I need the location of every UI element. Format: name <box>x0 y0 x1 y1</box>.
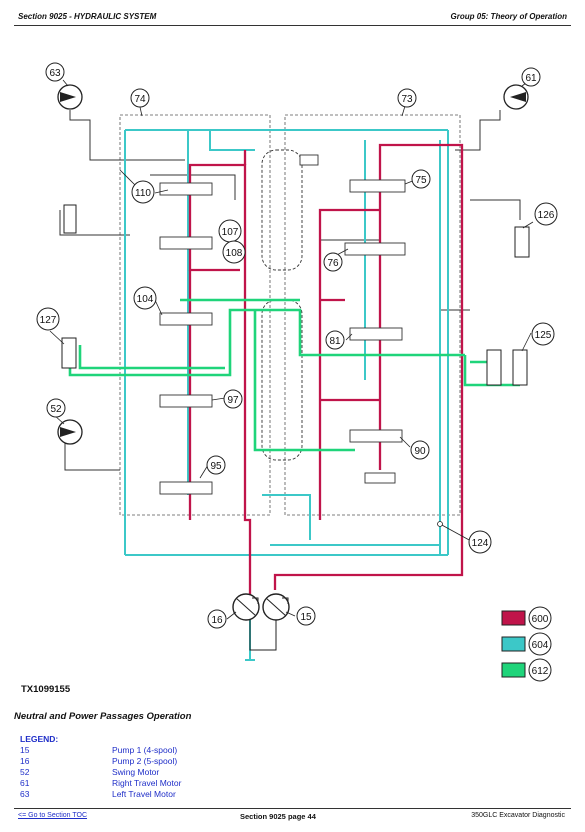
toc-link[interactable]: <= Go to Section TOC <box>18 812 88 819</box>
legend-num: 52 <box>20 767 30 777</box>
callout-52: 52 <box>50 404 62 415</box>
legend-desc: Right Travel Motor <box>112 778 182 788</box>
callout-125: 125 <box>535 330 552 341</box>
pumps <box>232 593 290 651</box>
callout-90: 90 <box>414 446 426 457</box>
callout-labels: 63 61 74 73 110 75 126 107 108 76 104 12… <box>40 68 555 677</box>
callout-81: 81 <box>329 336 341 347</box>
callout-126: 126 <box>538 210 555 221</box>
legend-num: 61 <box>20 778 30 788</box>
valve-spools-left <box>159 182 213 495</box>
legend-item: 16 Pump 2 (5-spool) <box>20 756 320 767</box>
hydraulic-schematic: 63 61 74 73 110 75 126 107 108 76 104 12… <box>36 62 558 682</box>
callout-15: 15 <box>300 612 312 623</box>
swatch-604 <box>501 636 526 652</box>
section-header: Section 9025 - HYDRAULIC SYSTEM <box>18 12 157 21</box>
port-marker <box>437 521 443 527</box>
swatch-612 <box>501 662 526 678</box>
valve-spools-right <box>299 154 406 484</box>
callout-61: 61 <box>525 73 537 84</box>
legend-desc: Pump 1 (4-spool) <box>112 745 178 755</box>
callout-127: 127 <box>40 315 57 326</box>
control-valve-housing-right <box>284 114 461 516</box>
center-spool-lower <box>261 299 303 461</box>
document-title: 350GLC Excavator Diagnostic <box>471 812 565 819</box>
legend-desc: Pump 2 (5-spool) <box>112 756 178 766</box>
callout-104: 104 <box>137 294 154 305</box>
legend-desc: Left Travel Motor <box>112 789 176 799</box>
legend-desc: Swing Motor <box>112 767 160 777</box>
callout-73: 73 <box>401 94 413 105</box>
legend-item: 52 Swing Motor <box>20 767 320 778</box>
callout-107: 107 <box>222 227 239 238</box>
cylinders <box>61 204 530 386</box>
callout-95: 95 <box>210 461 222 472</box>
callout-76: 76 <box>327 258 339 269</box>
leader-lines <box>49 79 534 620</box>
legend-title: LEGEND: <box>20 734 59 744</box>
callout-63: 63 <box>49 68 61 79</box>
callout-600: 600 <box>532 614 549 625</box>
callout-74: 74 <box>134 94 146 105</box>
figure-id: TX1099155 <box>21 684 71 695</box>
legend-num: 16 <box>20 756 30 766</box>
motors <box>57 84 529 445</box>
legend-item: 61 Right Travel Motor <box>20 778 320 789</box>
legend-num: 15 <box>20 745 30 755</box>
center-spool-upper <box>261 149 303 271</box>
callout-612: 612 <box>532 666 549 677</box>
footer-rule <box>14 808 571 809</box>
pilot-lines <box>59 110 521 471</box>
swatch-600 <box>501 610 526 626</box>
figure-caption: Neutral and Power Passages Operation <box>14 711 192 722</box>
motor-arrows <box>60 92 526 437</box>
callout-75: 75 <box>415 175 427 186</box>
control-valve-housing-left <box>119 114 271 516</box>
legend-item: 63 Left Travel Motor <box>20 789 320 800</box>
page-number: Section 9025 page 44 <box>240 812 316 821</box>
legend-item: 15 Pump 1 (4-spool) <box>20 745 320 756</box>
callout-124: 124 <box>472 538 489 549</box>
callout-16: 16 <box>211 615 223 626</box>
neutral-passages <box>68 298 520 452</box>
group-header: Group 05: Theory of Operation <box>450 12 567 21</box>
callout-110: 110 <box>135 188 151 199</box>
callout-604: 604 <box>532 640 549 651</box>
header-rule <box>14 25 571 26</box>
callout-97: 97 <box>227 395 239 406</box>
callout-circles <box>36 62 558 682</box>
legend-num: 63 <box>20 789 30 799</box>
callout-108: 108 <box>226 248 243 259</box>
